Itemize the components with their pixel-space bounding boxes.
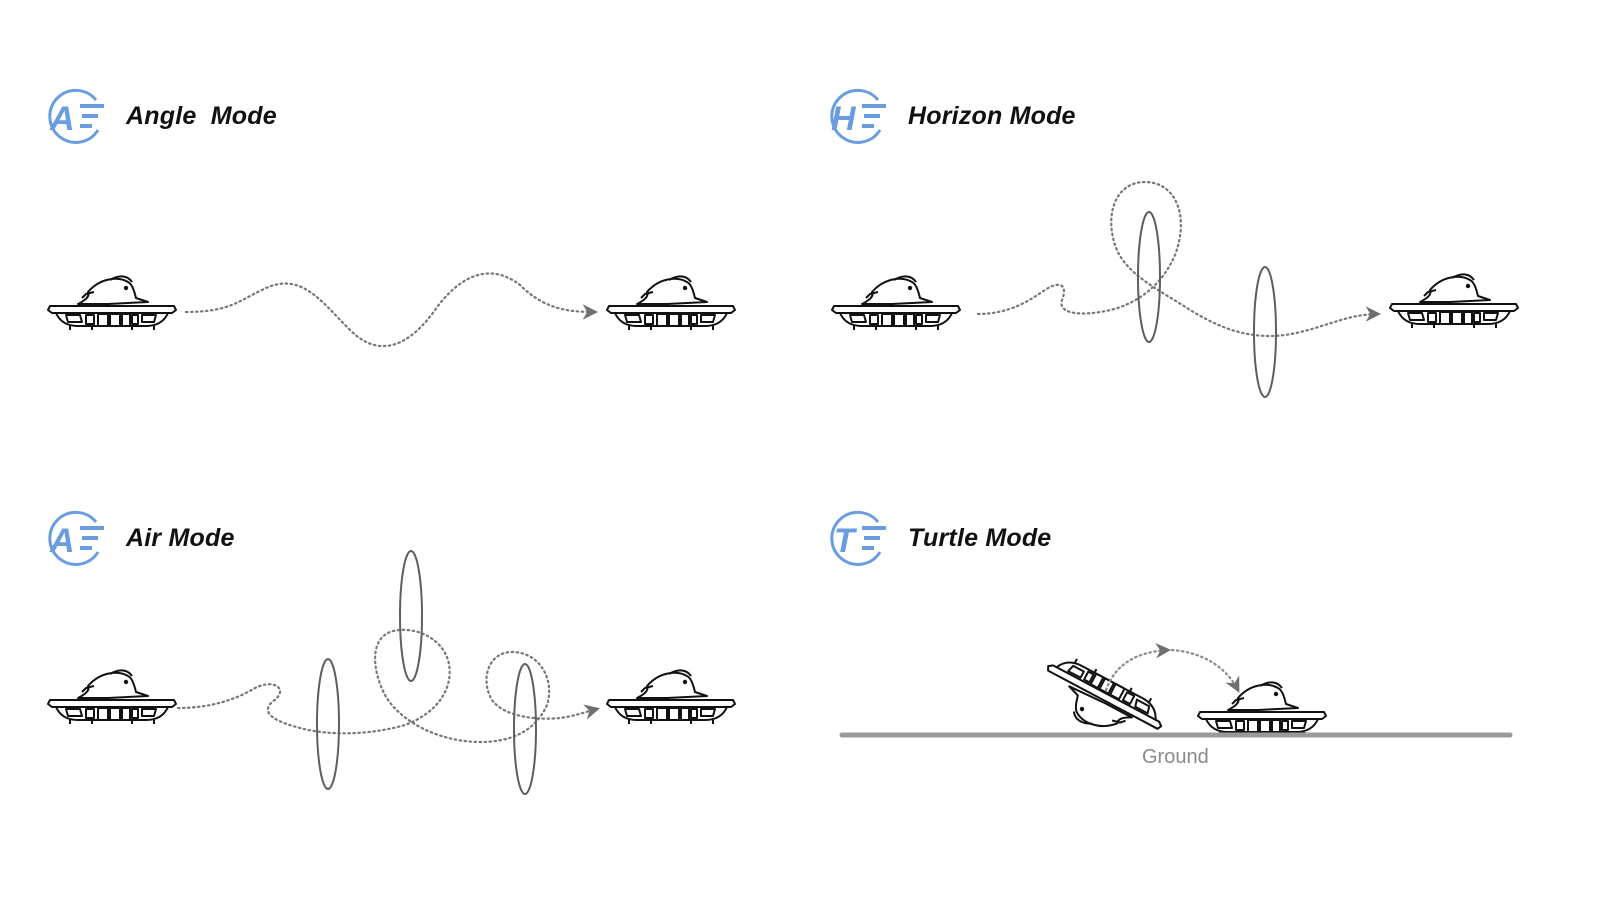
horizon-mode-title: Horizon Mode: [908, 101, 1076, 130]
svg-text:A: A: [49, 522, 75, 560]
horizon-mode-logo-icon: H: [828, 86, 888, 146]
angle-mode-title: Angle Mode: [126, 101, 277, 130]
angle-mode-logo-icon: A: [46, 86, 106, 146]
upright-drone-icon: [1197, 681, 1327, 737]
svg-text:A: A: [49, 100, 75, 138]
turtle-mode-title: Turtle Mode: [908, 523, 1052, 552]
air-mode-heading: A Air Mode: [46, 508, 235, 568]
air-mode-logo-icon: A: [46, 508, 106, 568]
ground-label: Ground: [1142, 746, 1209, 768]
horizon-mode-heading: H Horizon Mode: [828, 86, 1076, 146]
turtle-mode-heading: T Turtle Mode: [828, 508, 1051, 568]
flipped-drone-icon: [1031, 647, 1172, 757]
angle-mode-heading: A Angle Mode: [46, 86, 277, 146]
air-mode-title: Air Mode: [126, 523, 235, 552]
turtle-mode-logo-icon: T: [828, 508, 888, 568]
svg-text:H: H: [831, 100, 857, 138]
svg-text:T: T: [834, 522, 858, 560]
